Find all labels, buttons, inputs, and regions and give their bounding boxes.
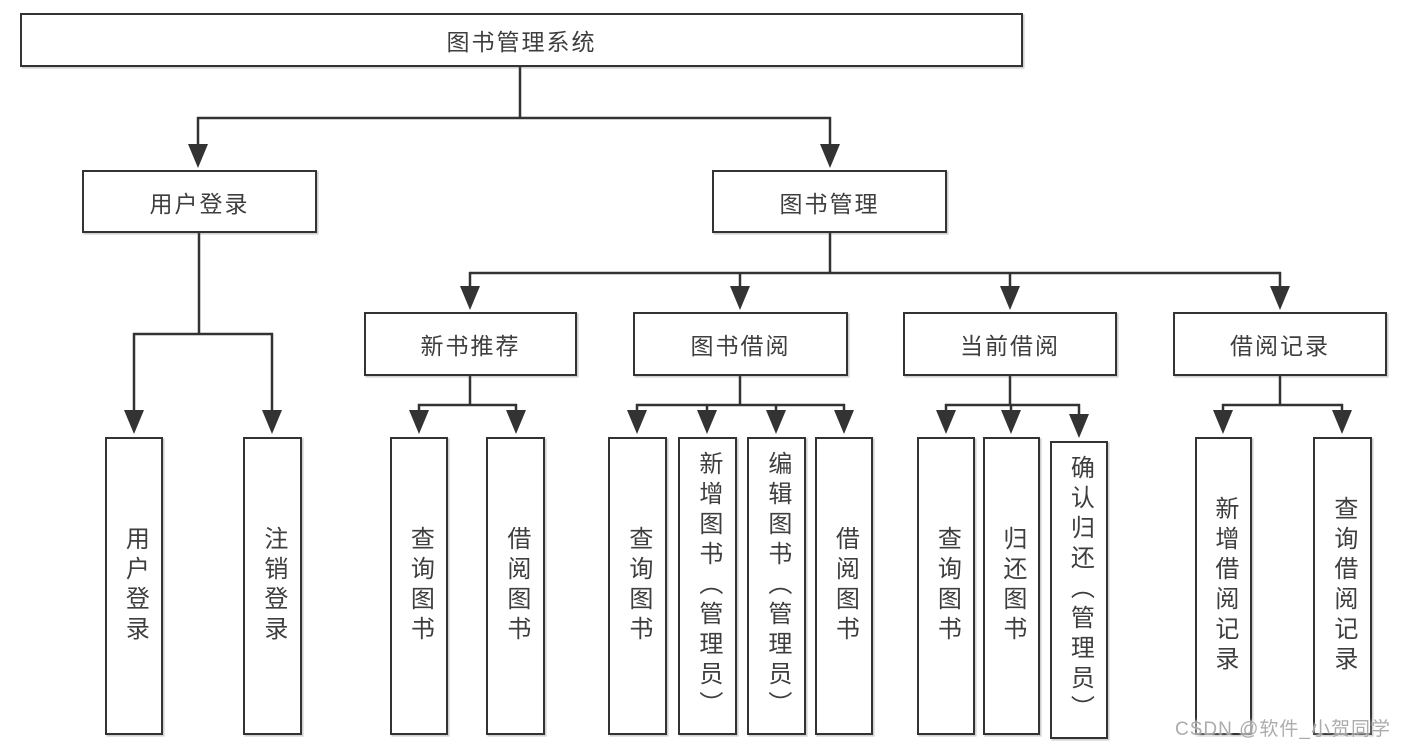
leaf-add-books-admin: 新增图书（管理员） xyxy=(678,437,737,735)
leaf-return-books: 归还图书 xyxy=(983,437,1040,735)
leaf-logout-login-label: 注销登录 xyxy=(259,526,287,646)
node-borrow-records: 借阅记录 xyxy=(1173,312,1387,376)
leaf-borrow-books-borrow: 借阅图书 xyxy=(815,437,873,735)
leaf-confirm-return-admin-label: 确认归还（管理员） xyxy=(1066,455,1094,725)
leaf-return-books-label: 归还图书 xyxy=(998,526,1026,646)
node-library-management-system: 图书管理系统 xyxy=(20,13,1023,67)
node-current-borrow: 当前借阅 xyxy=(903,312,1117,376)
leaf-logout-login: 注销登录 xyxy=(243,437,302,735)
leaf-add-books-admin-label: 新增图书（管理员） xyxy=(694,451,722,721)
leaf-query-borrow-record: 查询借阅记录 xyxy=(1313,437,1372,735)
leaf-confirm-return-admin: 确认归还（管理员） xyxy=(1050,441,1108,739)
node-book-management: 图书管理 xyxy=(712,170,947,233)
leaf-borrow-books-recommend: 借阅图书 xyxy=(486,437,545,735)
leaf-add-borrow-record: 新增借阅记录 xyxy=(1195,437,1252,735)
leaf-query-books-borrow-label: 查询图书 xyxy=(624,526,652,646)
node-book-borrow: 图书借阅 xyxy=(633,312,848,376)
leaf-user-login: 用户登录 xyxy=(105,437,163,735)
leaf-add-borrow-record-label: 新增借阅记录 xyxy=(1210,496,1238,676)
leaf-query-borrow-record-label: 查询借阅记录 xyxy=(1329,496,1357,676)
leaf-query-books-current-label: 查询图书 xyxy=(933,526,961,646)
node-new-book-recommend: 新书推荐 xyxy=(364,312,577,376)
leaf-query-books-recommend: 查询图书 xyxy=(390,437,448,735)
leaf-query-books-borrow: 查询图书 xyxy=(608,437,667,735)
leaf-edit-books-admin-label: 编辑图书（管理员） xyxy=(763,451,791,721)
leaf-query-books-recommend-label: 查询图书 xyxy=(406,526,434,646)
leaf-user-login-label: 用户登录 xyxy=(121,526,149,646)
leaf-borrow-books-recommend-label: 借阅图书 xyxy=(502,526,530,646)
leaf-edit-books-admin: 编辑图书（管理员） xyxy=(747,437,806,735)
leaf-borrow-books-borrow-label: 借阅图书 xyxy=(831,526,859,646)
node-user-login: 用户登录 xyxy=(82,170,317,233)
csdn-watermark: CSDN @软件_小贺同学 xyxy=(1175,719,1391,740)
leaf-query-books-current: 查询图书 xyxy=(917,437,975,735)
